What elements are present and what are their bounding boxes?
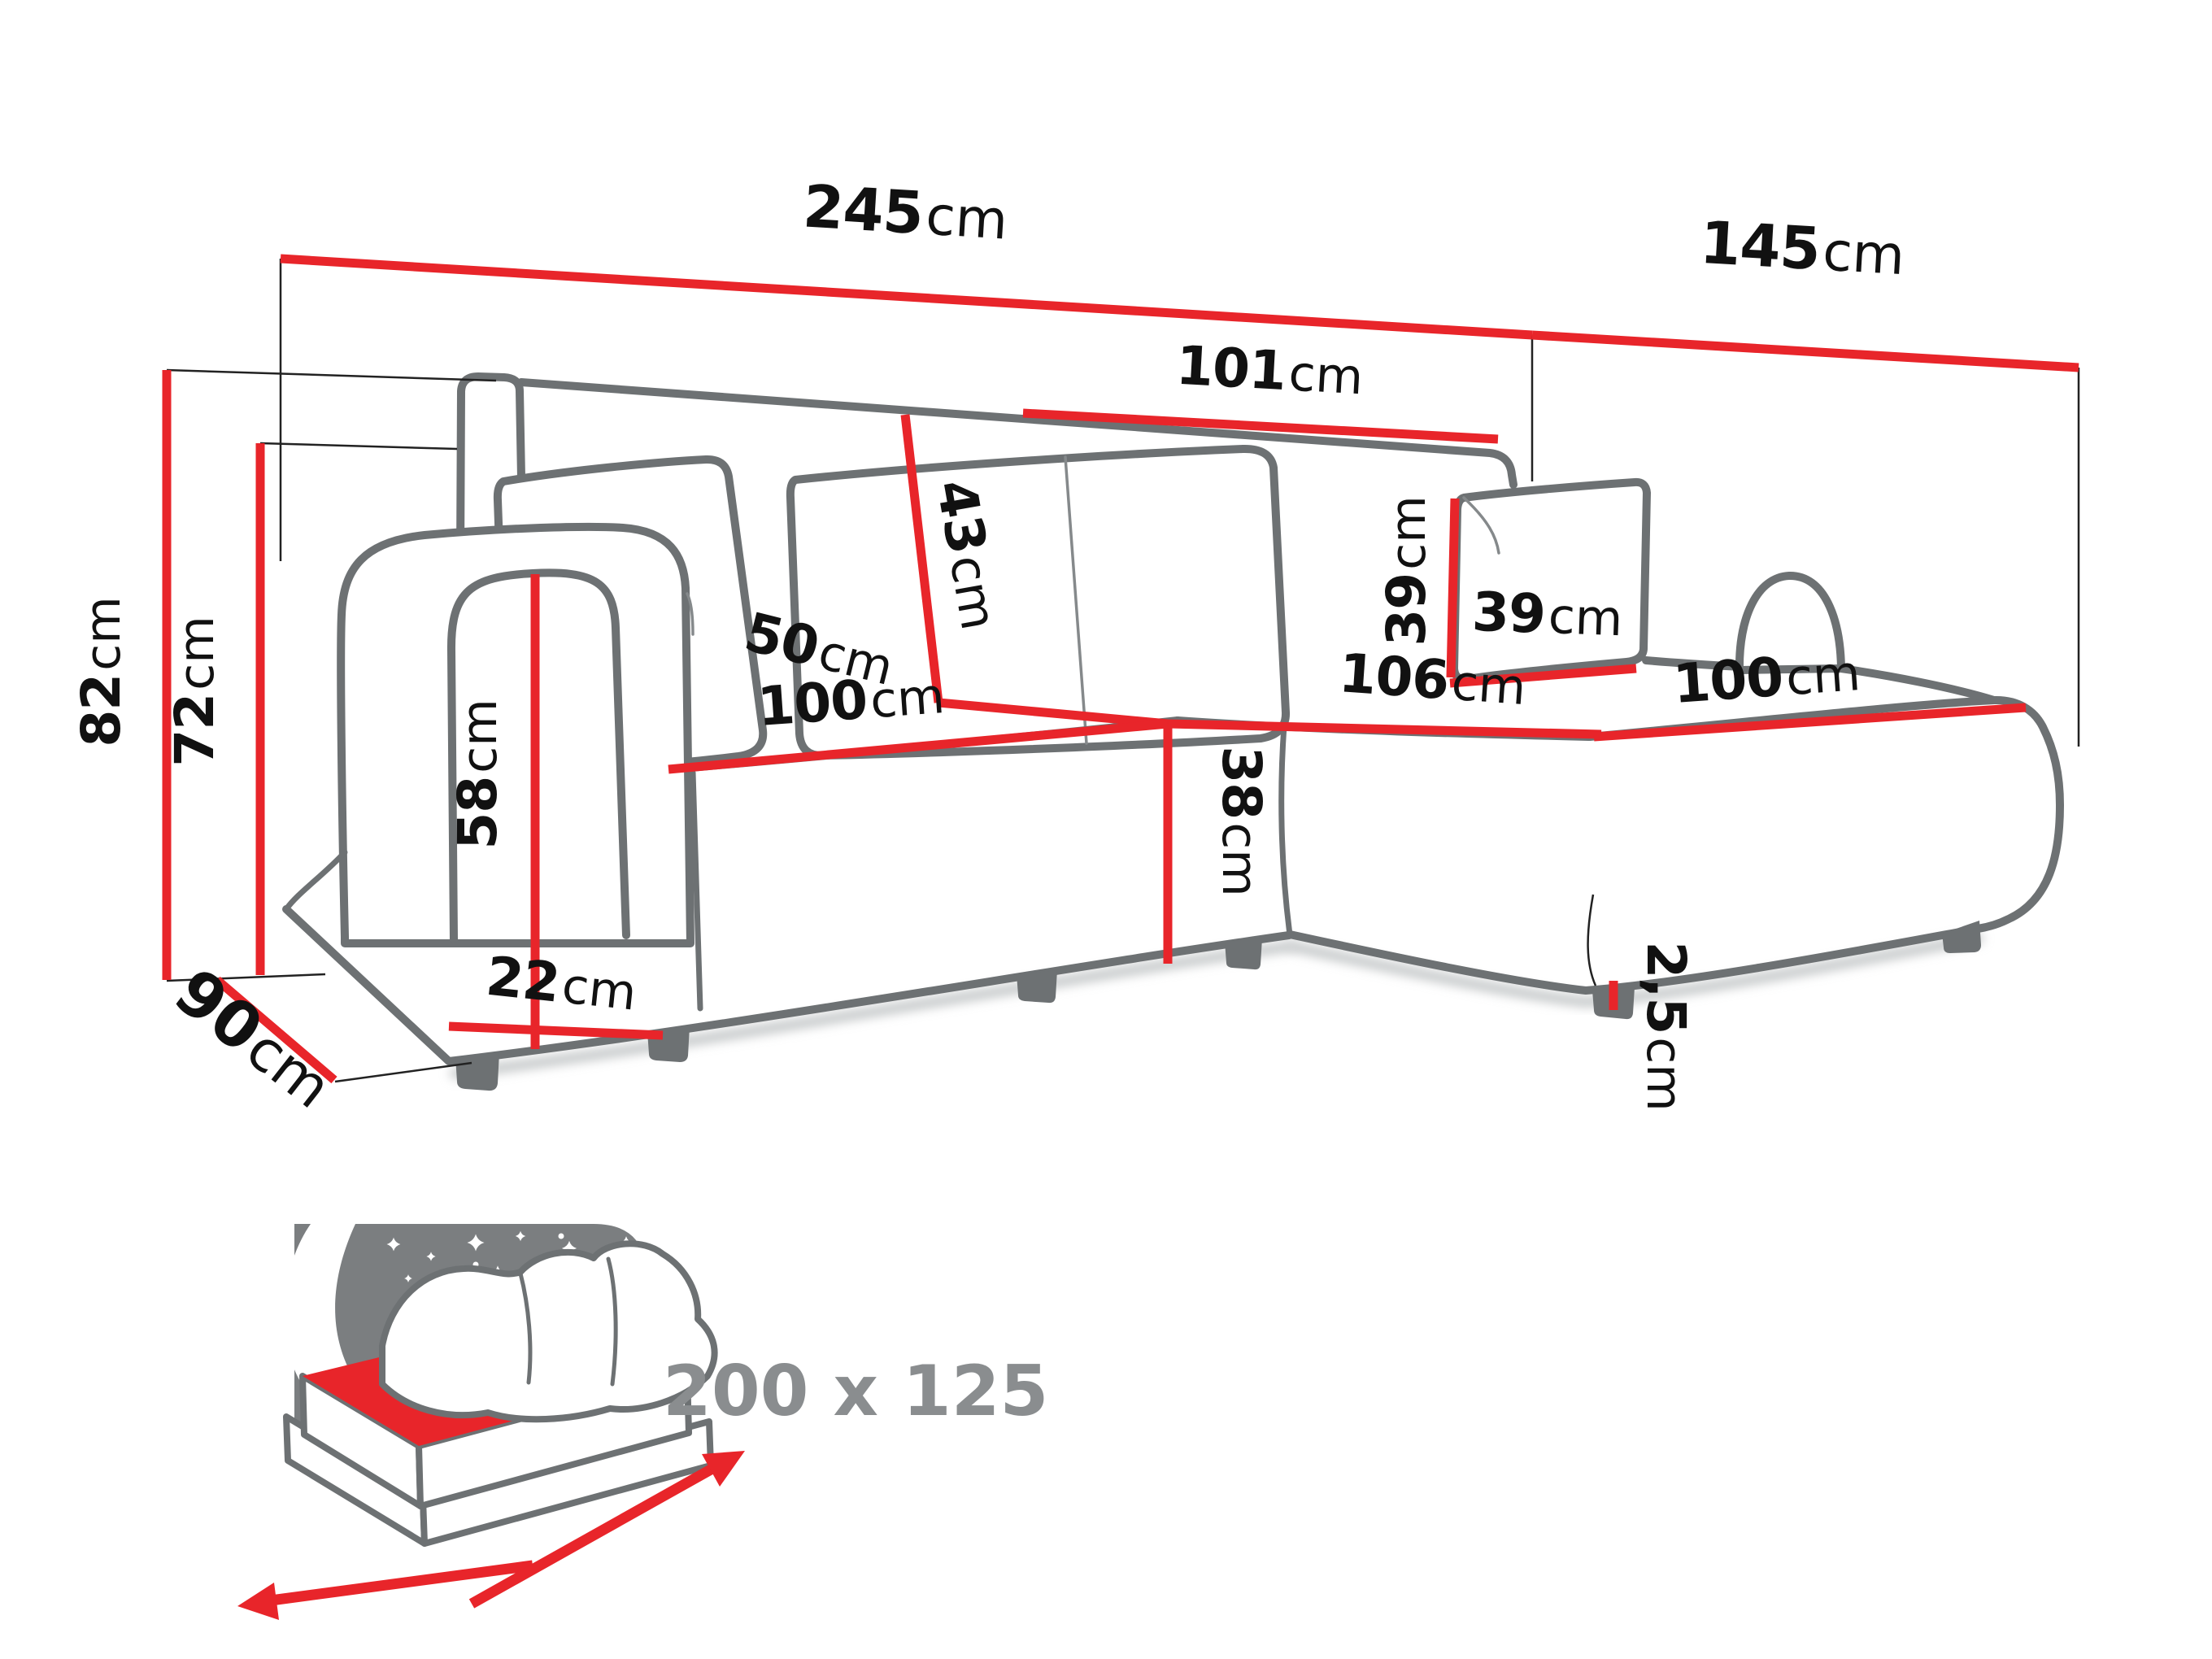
left-armrest-front-panel [446, 568, 630, 943]
corner-cushion-fold [1462, 496, 1500, 555]
dimension-label-armrest-height: 72cm [163, 616, 226, 766]
dimension-label-overall-width: 245cm [801, 172, 1010, 252]
left-armrest [337, 522, 695, 947]
base-bottom-edge [282, 905, 1293, 1065]
dim-line-back-width [1022, 408, 1499, 444]
arrow-line [468, 1457, 727, 1609]
dim-line-overall-depth [1531, 330, 2079, 372]
sofa-illustration [282, 372, 2064, 1091]
chaise-back-edge-left [1642, 656, 1744, 671]
dim-line-armrest-width [448, 1021, 664, 1040]
dim-line-backrest-height [900, 414, 943, 703]
chaise-bottom-edge [1286, 925, 1982, 995]
right-armrest [1735, 571, 1845, 674]
sleeping-function-icon: 200 x 125 [237, 1224, 1048, 1620]
dim-line-overall-width [280, 254, 1533, 340]
seat-arm-seam [690, 769, 703, 1012]
shadow [450, 941, 1295, 1079]
extension-line [166, 368, 497, 382]
leg-leader-line [1587, 894, 1597, 986]
star-dot-icon [558, 1233, 564, 1239]
dim-line-seat-width [668, 719, 1169, 774]
dimension-label-cushion-height: 39cm [1375, 495, 1438, 646]
dimension-label-seat-width: 100cm [755, 663, 947, 738]
dim-line-cushion-height [1446, 498, 1460, 678]
dimension-guides [166, 259, 2080, 1083]
dimension-lines [162, 254, 2079, 1084]
dimension-label-chaise-seat-width: 100cm [1671, 640, 1862, 716]
dimension-label-arm-front-height: 58cm [446, 699, 509, 849]
dimension-label-armrest-width: 22cm [483, 945, 639, 1023]
shadow [1287, 933, 1983, 1008]
bed-size-arrows [237, 1451, 745, 1620]
chaise-back-edge-right [1837, 664, 1998, 704]
armrest-inner-seam [686, 592, 695, 636]
pillow-fold [606, 1256, 618, 1387]
extension-line [334, 1061, 472, 1083]
chaise-front-and-right-edge [1586, 695, 2064, 933]
dim-line-cushion-width [1449, 664, 1637, 688]
chaise-seam [1278, 722, 1293, 938]
dim-line-seat-depth [938, 698, 1169, 729]
sofa-foot [1225, 938, 1262, 970]
dimension-label-seat-height: 38cm [1210, 746, 1273, 896]
sofa-foot [455, 1052, 499, 1091]
dimension-label-seat-depth: 50cm [738, 600, 899, 698]
pillow-fold [518, 1271, 533, 1385]
dimension-label-side-depth: 90cm [161, 956, 346, 1123]
arrow-head-icon [237, 1583, 279, 1620]
dimension-label-backrest-height: 43cm [924, 475, 1012, 634]
dimension-label-total-height: 82cm [70, 596, 133, 747]
dimension-label-overall-depth: 145cm [1698, 208, 1906, 288]
dimension-label-leg-height: 2,5cm [1635, 941, 1697, 1111]
dimension-labels: 245cm 145cm 101cm 82cm 72cm 58cm 22cm 90… [70, 172, 1906, 1123]
dimension-label-chaise-length: 106cm [1337, 642, 1528, 717]
sofa-foot [1942, 921, 1981, 953]
backrest-left-post [456, 372, 526, 565]
arrow-head-icon [702, 1451, 745, 1487]
extension-line [166, 973, 326, 982]
extension-line [259, 442, 458, 451]
sleeping-area-label: 200 x 125 [663, 1351, 1048, 1432]
dim-line-chaise-seat-width [1593, 703, 2027, 742]
backrest-top-edge [517, 378, 1517, 489]
bed-pillows [379, 1240, 718, 1423]
dimension-label-back-width: 101cm [1174, 334, 1365, 407]
sofa-foot [1017, 970, 1057, 1004]
dim-line-side-depth [214, 976, 337, 1084]
arrow-line [258, 1560, 533, 1608]
base-left-side-edge [283, 849, 348, 912]
dimension-label-cushion-width: 39cm [1471, 581, 1624, 648]
dim-line-chaise-length [1167, 719, 1602, 739]
